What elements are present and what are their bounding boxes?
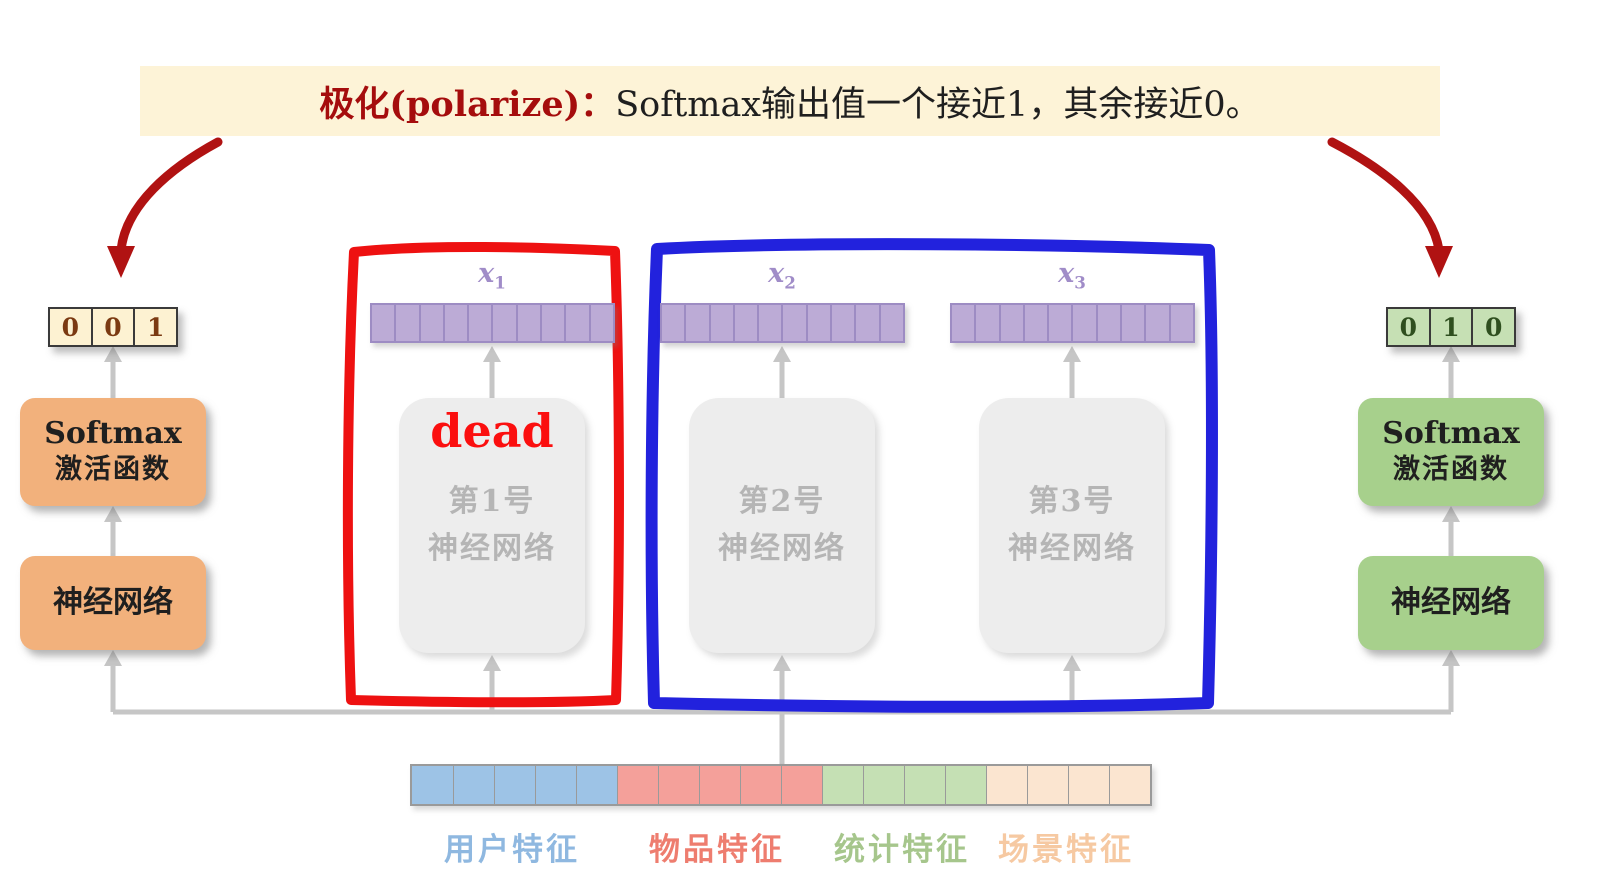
left-nn-box: 神经网络: [20, 556, 206, 650]
right-output-cell: 1: [1428, 309, 1472, 345]
dead-label: dead: [430, 404, 554, 458]
left-output-cell: 0: [90, 309, 134, 345]
scene-features-label: 场景特征: [998, 832, 1134, 868]
polarize-arrow-left-icon: [107, 137, 223, 278]
banner-highlight: 极化(polarize)：: [319, 83, 616, 125]
expert3-line2: 神经网络: [1008, 530, 1136, 566]
left-softmax-label-en: Softmax: [44, 416, 182, 452]
expert2-input-label: x2: [768, 258, 796, 293]
expert1-line2: 神经网络: [428, 530, 556, 566]
item-features-segment: [617, 766, 822, 804]
expert2-box: 第2号 神经网络: [689, 398, 875, 653]
right-output-cell: 0: [1471, 309, 1514, 345]
expert3-line1: 第3号: [1028, 484, 1116, 519]
left-output-cell: 0: [61, 312, 80, 342]
stat-features-label: 统计特征: [834, 832, 970, 868]
left-softmax-label-zh: 激活函数: [55, 454, 171, 486]
item-features-label: 物品特征: [649, 832, 785, 868]
expert2-line2: 神经网络: [718, 530, 846, 566]
expert3-input-vector: [950, 303, 1195, 343]
expert2-input-vector: [660, 303, 905, 343]
user-features-label: 用户特征: [444, 832, 580, 868]
banner-text: Softmax输出值一个接近1，其余接近0。: [615, 84, 1261, 125]
user-features-segment: [412, 766, 617, 804]
left-output-cell: 1: [133, 309, 176, 345]
scene-features-segment: [986, 766, 1150, 804]
expert1-input-label: x1: [478, 258, 506, 293]
banner: 极化(polarize)： Softmax输出值一个接近1，其余接近0。: [140, 66, 1440, 136]
left-nn-label: 神经网络: [53, 585, 173, 620]
expert2-line1: 第2号: [738, 484, 826, 519]
right-output-vector: 0 1 0: [1386, 307, 1516, 347]
expert1-input-vector: [370, 303, 615, 343]
left-output-vector: 0 0 1: [48, 307, 178, 347]
input-feature-vector: [410, 764, 1152, 806]
right-softmax-label-en: Softmax: [1382, 416, 1520, 452]
right-softmax-label-zh: 激活函数: [1393, 454, 1509, 486]
polarize-arrow-right-icon: [1327, 137, 1453, 278]
right-softmax-box: Softmax 激活函数: [1358, 398, 1544, 506]
stat-features-segment: [822, 766, 986, 804]
right-nn-label: 神经网络: [1391, 585, 1511, 620]
expert3-input-label: x3: [1058, 258, 1086, 293]
right-nn-box: 神经网络: [1358, 556, 1544, 650]
left-softmax-box: Softmax 激活函数: [20, 398, 206, 506]
expert1-line1: 第1号: [448, 484, 536, 519]
right-output-cell: 0: [1399, 312, 1418, 342]
expert3-box: 第3号 神经网络: [979, 398, 1165, 653]
